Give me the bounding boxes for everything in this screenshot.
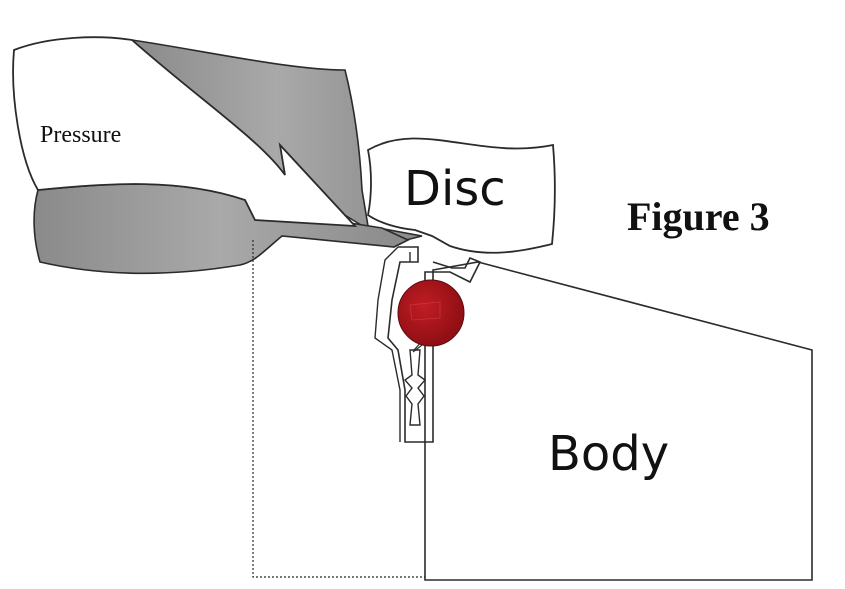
disc-shape: [366, 137, 556, 254]
seal-groove: [387, 246, 482, 443]
body-shape: [424, 261, 813, 581]
seal-channel-inner: [374, 246, 411, 442]
figure-title: Figure 3: [627, 194, 770, 239]
disc-label: Disc: [404, 161, 506, 217]
pressure-label: Pressure: [40, 122, 121, 148]
seal-ball: [397, 279, 465, 347]
body-label: Body: [548, 426, 669, 482]
pressure-arrow: [12, 36, 358, 228]
seal-ball-highlight: [409, 301, 441, 321]
housing-outline: [252, 240, 425, 578]
seal-stem: [403, 349, 427, 426]
